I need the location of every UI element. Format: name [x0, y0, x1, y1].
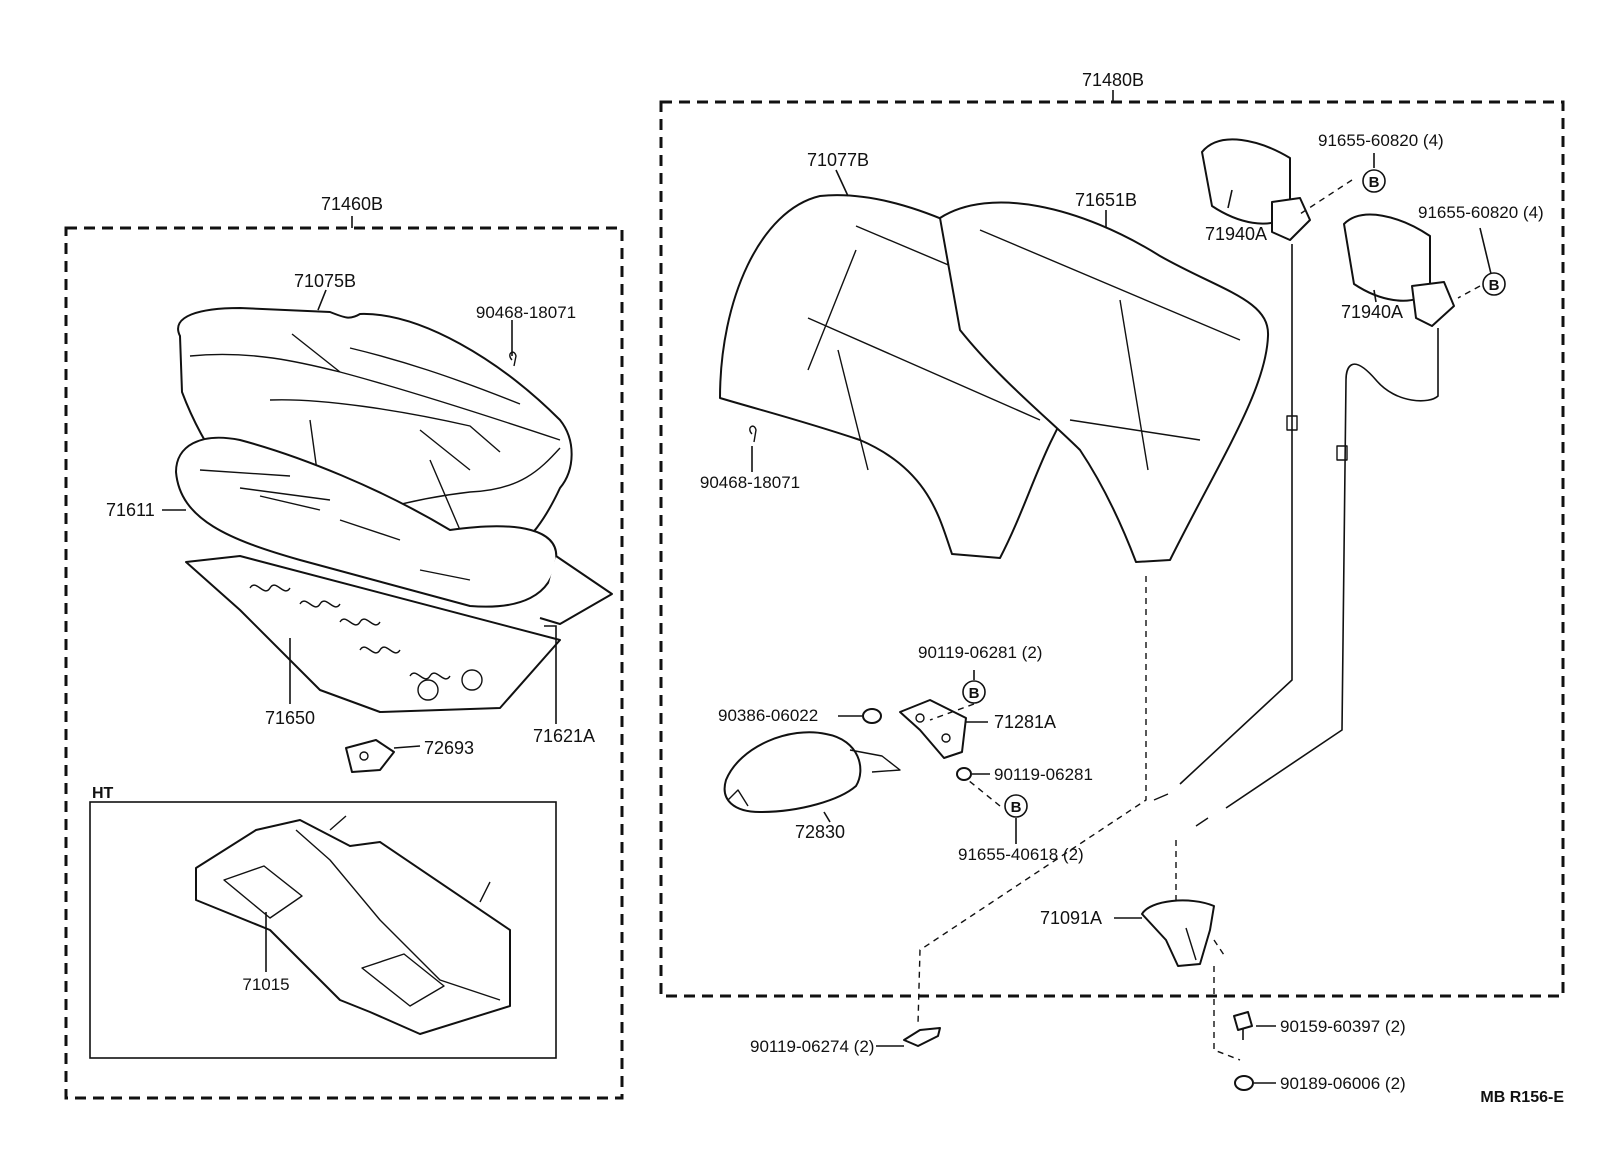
label-cushion-spring: 71650 — [265, 708, 315, 728]
svg-text:B: B — [1011, 799, 1022, 816]
ref-mark-armrest-bottom: B — [1004, 794, 1028, 818]
back-clip-illustration — [749, 425, 757, 443]
cushion-hook-illustration — [345, 739, 395, 773]
ht-option-label: HT — [92, 785, 114, 802]
dash-link-armrest-top — [929, 703, 975, 721]
label-back-cover: 71077B — [807, 150, 869, 170]
ref-mark-headrest-left: B — [1362, 169, 1386, 193]
armrest-bolt-illustration — [956, 767, 972, 781]
label-bolt-lower: 90119-06274 (2) — [750, 1037, 874, 1056]
label-nut-lock: 90189-06006 (2) — [1280, 1074, 1406, 1093]
label-bolt-lock: 90159-60397 (2) — [1280, 1017, 1406, 1036]
label-armrest-bushing: 90386-06022 — [718, 706, 818, 725]
label-lock-hook: 71091A — [1040, 908, 1102, 928]
label-headrest-right: 71940A — [1341, 302, 1403, 322]
nut-lock-illustration — [1234, 1075, 1254, 1091]
label-armrest-bolt: 90119-06281 — [994, 765, 1093, 784]
ref-mark-headrest-right: B — [1482, 272, 1506, 296]
latch-cables — [1153, 793, 1209, 827]
label-cushion-sheet: 71621A — [533, 726, 595, 746]
label-cushion-pad: 71611 — [106, 500, 155, 520]
label-cushion-hook: 72693 — [424, 738, 474, 758]
bolt-lock-illustration — [1233, 1011, 1253, 1040]
cushion-sheet-illustration — [539, 555, 613, 625]
dash-link-headrest-left — [1299, 179, 1353, 215]
group-title-back: 71480B — [1082, 70, 1144, 90]
back-assy-boundary — [659, 100, 1565, 998]
label-screw-headrest-left: 91655-60820 (4) — [1318, 131, 1444, 150]
armrest-illustration — [723, 731, 901, 813]
label-headrest-left: 71940A — [1205, 224, 1267, 244]
dash-link-armrest-bottom — [967, 779, 1001, 807]
dash-link-headrest-right — [1457, 285, 1481, 299]
label-screw-headrest-right: 91655-60820 (4) — [1418, 203, 1544, 222]
label-armrest-screw-bottom: 91655-40618 (2) — [958, 845, 1084, 864]
armrest-bushing-illustration — [862, 708, 882, 724]
cushion-spring-illustration — [185, 555, 561, 713]
cushion-assy-boundary — [64, 226, 624, 1100]
cushion-clip-illustration — [509, 351, 517, 367]
headrest-right-illustration — [1225, 213, 1455, 809]
ht-frame-illustration — [195, 815, 511, 1035]
label-cushion-clip: 90468-18071 — [476, 303, 576, 322]
bolt-lower-illustration — [903, 1027, 941, 1047]
group-title-cushion: 71460B — [321, 194, 383, 214]
svg-text:B: B — [1369, 174, 1380, 191]
label-back-clip: 90468-18071 — [700, 473, 800, 492]
svg-text:B: B — [1489, 277, 1500, 294]
label-armrest-screw-top: 90119-06281 (2) — [918, 643, 1042, 662]
label-armrest: 72830 — [795, 822, 845, 842]
diagram-code: MB R156-E — [1480, 1089, 1564, 1106]
ref-mark-armrest-top: B — [962, 680, 986, 704]
cushion-pad-illustration — [175, 436, 558, 608]
label-armrest-bracket: 71281A — [994, 712, 1056, 732]
dash-link-back-to-lower-bolt — [917, 576, 1147, 1025]
dash-link-lock-bolt — [1213, 939, 1241, 1061]
label-back-pad: 71651B — [1075, 190, 1137, 210]
back-pad-illustration — [939, 201, 1270, 563]
lock-hook-illustration — [1141, 899, 1215, 967]
svg-text:B: B — [969, 685, 980, 702]
armrest-bracket-illustration — [899, 699, 967, 759]
headrest-left-illustration — [1179, 138, 1311, 785]
ht-option-box — [89, 801, 557, 1059]
label-cushion-cover: 71075B — [294, 271, 356, 291]
label-ht-frame: 71015 — [242, 975, 289, 994]
